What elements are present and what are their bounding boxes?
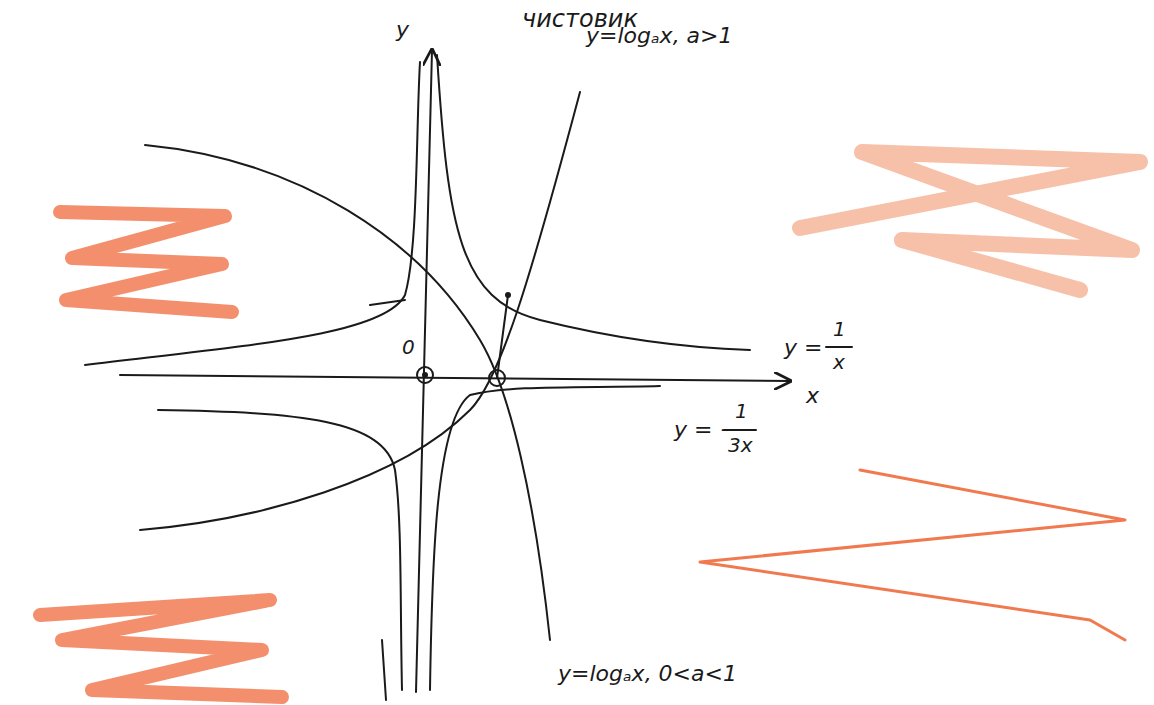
point-dot	[422, 372, 428, 378]
point-dot	[505, 292, 511, 298]
scribble	[800, 152, 1140, 290]
fraction-part: x	[831, 351, 847, 373]
stroke	[370, 300, 405, 305]
hyperbola-branch	[85, 62, 420, 365]
curve-label: y =	[782, 336, 824, 360]
origin-mark	[417, 367, 433, 383]
axis-label: y	[394, 18, 411, 42]
scribble	[700, 470, 1125, 640]
curve-label: y=logₐx, 0<a<1	[556, 662, 739, 686]
scribble	[60, 212, 232, 312]
log-curve	[140, 92, 580, 530]
stroke	[497, 295, 508, 378]
fraction-part: 1	[831, 318, 848, 340]
fraction-bar	[826, 346, 852, 348]
hyperbola-branch	[430, 386, 660, 690]
scribble	[40, 600, 282, 697]
x-axis	[120, 375, 790, 381]
log-curve	[145, 145, 550, 640]
axis-label: x	[804, 384, 821, 408]
hyperbola-branch	[158, 410, 402, 690]
hyperbola-branch	[437, 55, 750, 350]
curve-label: y=logₐx, a>1	[584, 24, 735, 48]
y-axis	[416, 50, 432, 692]
fraction-part: 1	[733, 400, 750, 422]
origin-label: 0	[400, 336, 417, 358]
point-mark	[489, 370, 505, 386]
stroke	[382, 640, 386, 700]
fraction-part: 3x	[726, 434, 755, 456]
